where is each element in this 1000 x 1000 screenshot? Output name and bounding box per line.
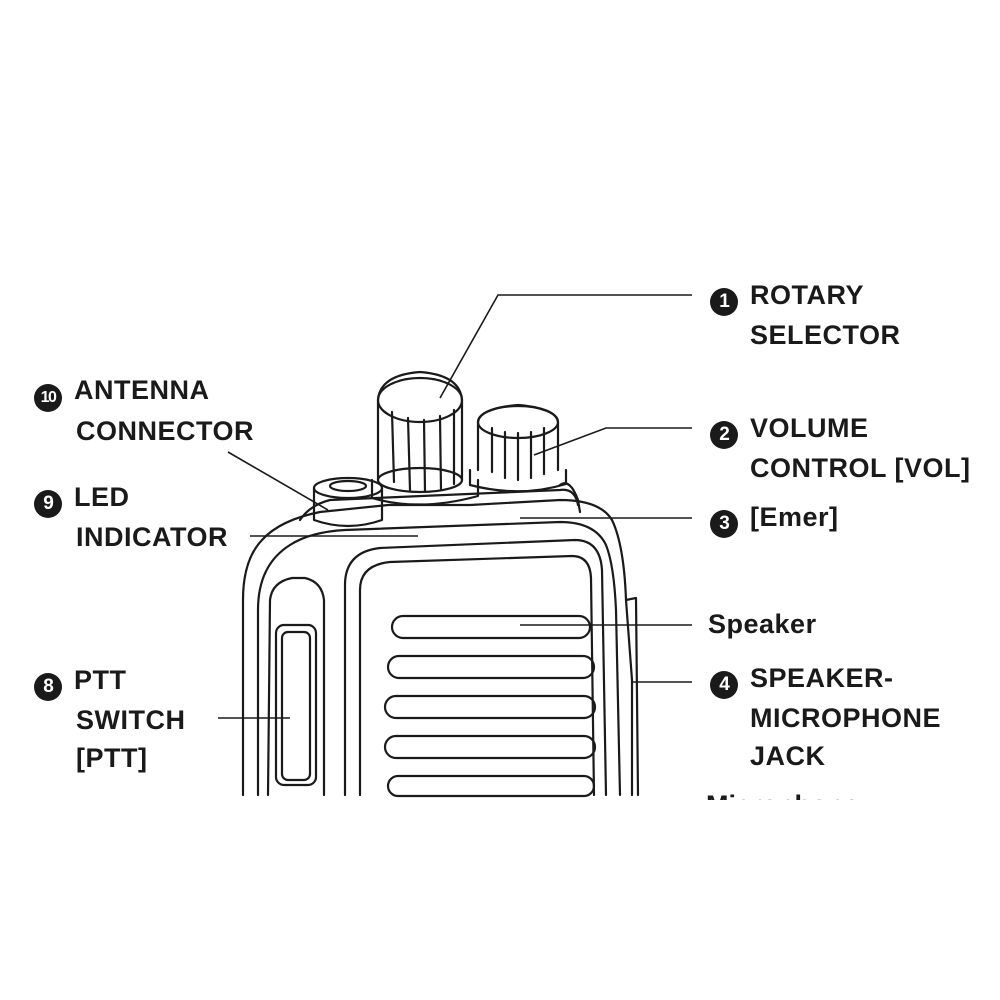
label-line: MICROPHONE (750, 702, 942, 733)
label-line: VOLUME (750, 413, 869, 443)
antenna-connector-icon (312, 476, 384, 528)
callout-microphone-partial: Microphone (700, 786, 1000, 800)
radio-body-outline (241, 498, 634, 797)
leader-lines (218, 294, 692, 719)
label-line: [Emer] (750, 502, 839, 532)
label-line: CONTROL [VOL] (750, 452, 971, 483)
callout-antenna-connector: 10 ANTENNA CONNECTOR (34, 371, 254, 450)
number-badge: 10 (34, 384, 62, 412)
callout-led-indicator: 9 LED INDICATOR (34, 478, 228, 556)
callout-volume-control: 2 VOLUME CONTROL [VOL] (710, 409, 970, 487)
grille-slots (383, 614, 597, 798)
label-line: CONNECTOR (76, 416, 255, 446)
callout-emer: 3 [Emer] (710, 498, 839, 538)
side-panel (266, 576, 326, 797)
label-line: Speaker (708, 609, 817, 639)
callout-ptt-switch: 8 PTT SWITCH [PTT] (34, 661, 185, 777)
emer-button-icon (558, 482, 582, 514)
label-line: SWITCH (76, 704, 186, 735)
speaker-grille-icon (343, 538, 608, 797)
ptt-switch-icon (274, 623, 318, 787)
label-line: Microphone (706, 786, 859, 800)
number-badge: 2 (710, 420, 738, 449)
label-line: SPEAKER- (750, 663, 894, 693)
volume-knob-icon (468, 403, 568, 493)
label-line: ROTARY (750, 280, 864, 310)
callout-speaker-microphone-jack: 4 SPEAKER- MICROPHONE JACK (710, 659, 941, 775)
number-badge: 8 (34, 672, 62, 701)
leader-antenna (227, 451, 329, 511)
label-line: [PTT] (76, 742, 148, 773)
callout-rotary-selector: 1 ROTARY SELECTOR (710, 276, 901, 354)
label-line: JACK (750, 740, 826, 771)
label-line: SELECTOR (750, 319, 901, 350)
number-badge: 4 (710, 670, 738, 699)
number-badge: 9 (34, 489, 62, 518)
radio-body-inner (256, 520, 622, 797)
leader-rotary (439, 294, 692, 399)
label-line: PTT (74, 665, 127, 695)
number-badge: 3 (710, 509, 738, 538)
leader-volume (533, 427, 692, 456)
number-badge: 1 (710, 287, 738, 316)
radio-top-shoulder (298, 488, 580, 522)
callout-speaker: Speaker (708, 605, 817, 643)
label-line: ANTENNA (74, 375, 210, 405)
label-line: INDICATOR (76, 521, 228, 552)
rotary-knob-icon (370, 370, 480, 506)
label-line: LED (74, 482, 130, 512)
